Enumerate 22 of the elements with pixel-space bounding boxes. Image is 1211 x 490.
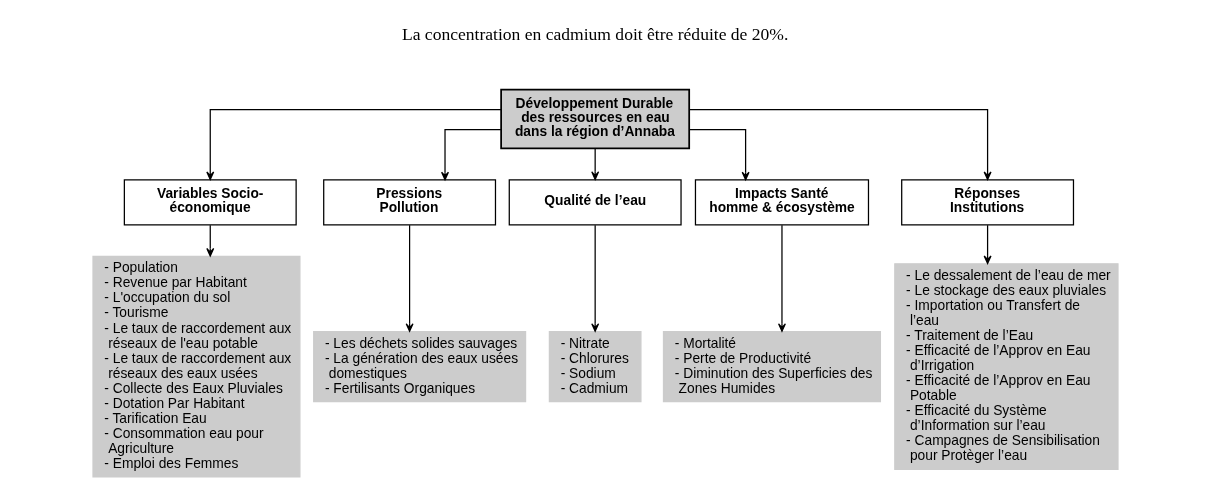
node-box: - Les déchets solides sauvages - La génération des eaux usées domestiques - Fertilisants Organiques <box>313 330 527 403</box>
arrow <box>777 224 786 332</box>
node-box: - Nitrate - Chlorures - Sodium - Cadmium <box>548 330 642 403</box>
arrow <box>591 224 600 332</box>
arrow <box>206 108 502 181</box>
node-box: Impacts Santé homme & écosystème <box>694 179 870 226</box>
label: La concentration en cadmium doit être réduite de 20%. <box>401 24 789 45</box>
node-box: Réponses Institutions <box>901 179 1075 226</box>
arrow <box>688 129 750 181</box>
node-box: - Mortalité - Perte de Productivité - Diminution des Superficies des Zones Humides <box>662 330 881 403</box>
arrow <box>689 108 992 181</box>
arrow <box>591 148 600 180</box>
arrow <box>441 129 502 181</box>
node-box: - Population - Revenue par Habitant - L'occupation du sol - Tourisme - Le taux de raccordement aux réseaux de l'eau potable - Le taux de raccordement aux réseaux des eaux usées - Collecte des Eaux Pluviales - Dotation Par Habitant - Tarification Eau - Consommation eau pour Agriculture - Emploi des Femmes <box>92 255 301 478</box>
node-box: Qualité de l’eau <box>508 179 682 226</box>
arrow <box>405 224 414 332</box>
arrow <box>206 224 215 257</box>
node-box: Développement Durable des ressources en eau dans la région d’Annaba <box>500 88 691 150</box>
arrow <box>983 224 992 265</box>
node-box: Pressions Pollution <box>323 179 497 226</box>
node-box: - Le dessalement de l’eau de mer - Le stockage des eaux pluviales - Importation ou Transfert de l’eau - Traitement de l’Eau - Efficacité de l’Approv en Eau d’Irrigation - Efficacité de l’Approv en Eau Potable - Efficacité du Système d’Information sur l’eau - Campagnes de Sensibilisation pour Protèger l’eau <box>894 263 1119 471</box>
node-box: Variables Socio-économique <box>123 179 297 226</box>
